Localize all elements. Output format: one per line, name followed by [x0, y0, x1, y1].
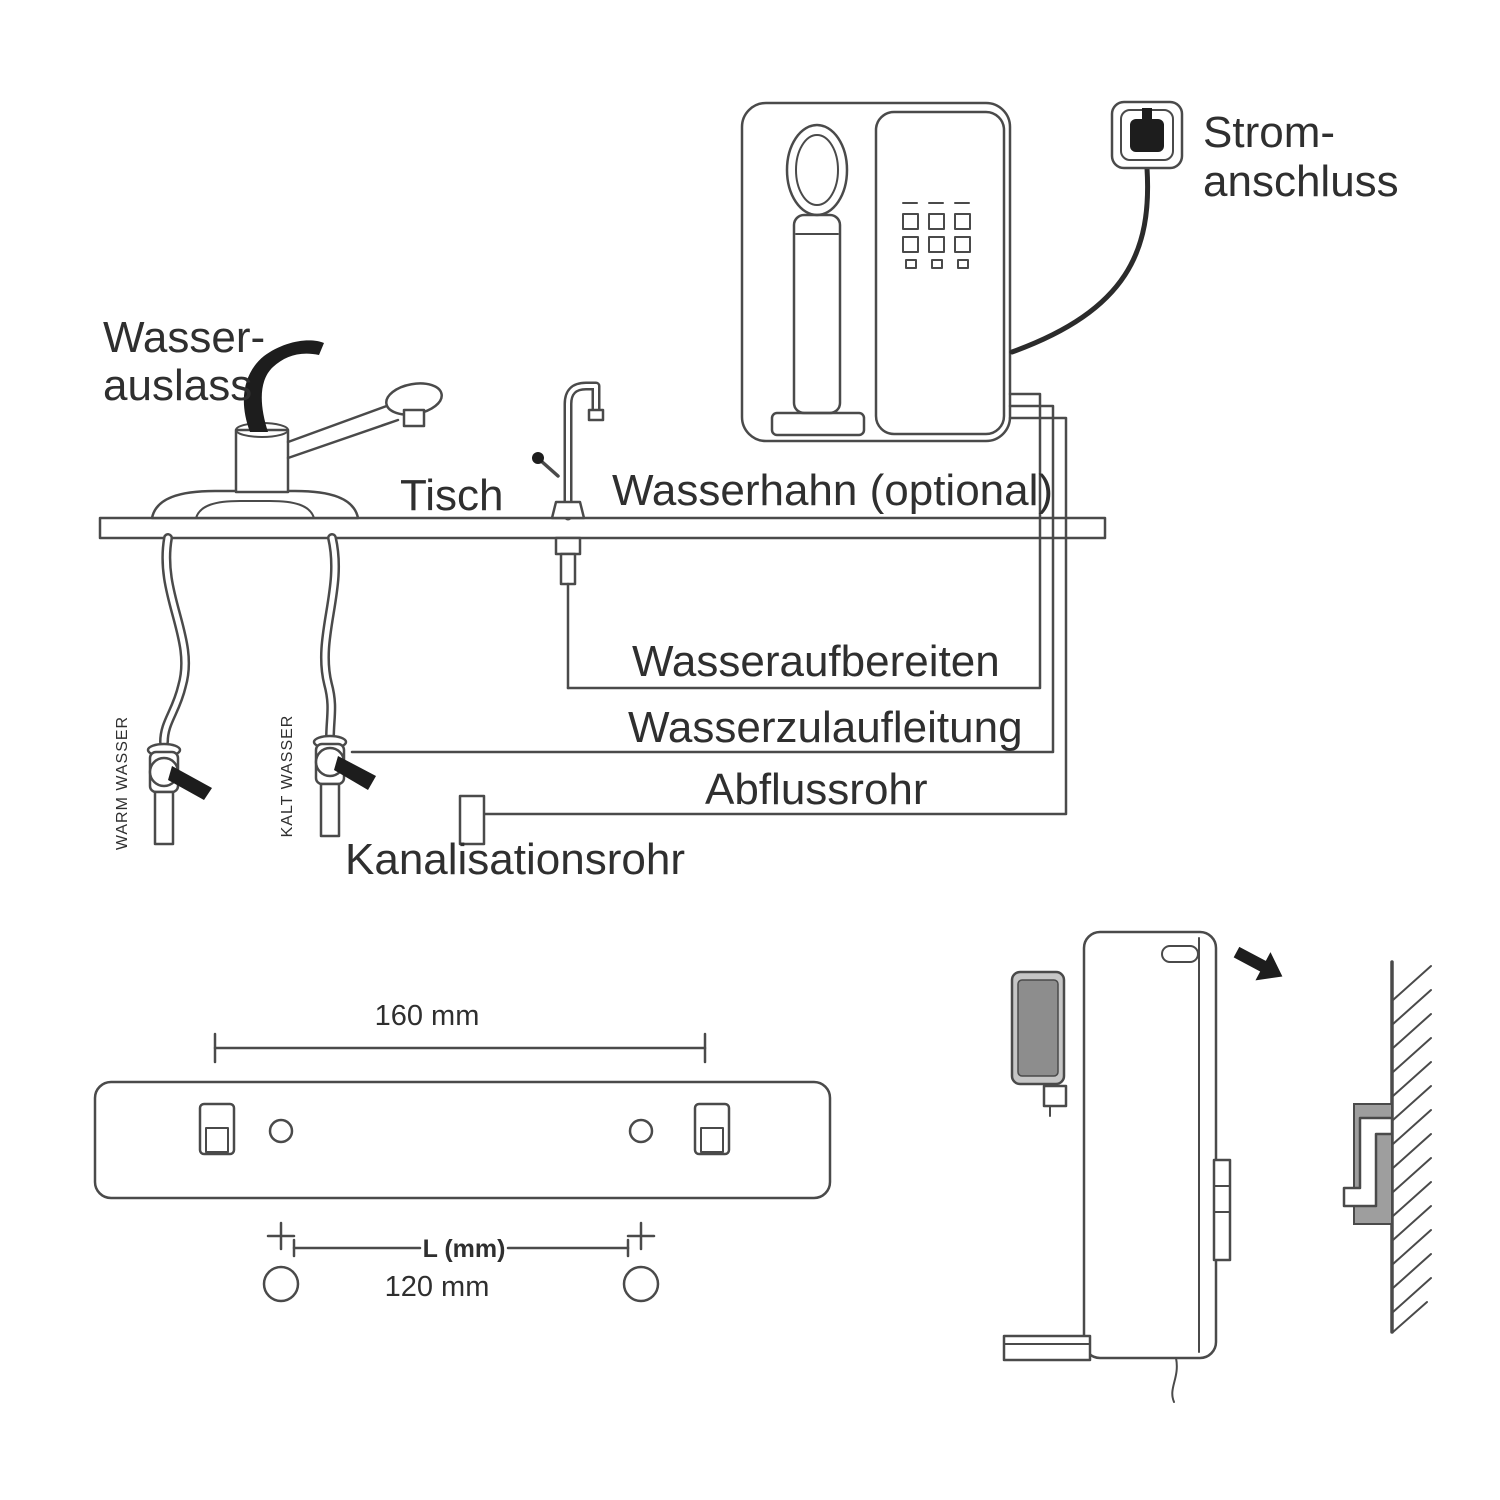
label-table: Tisch: [400, 471, 504, 520]
power-cord: [1171, 1357, 1178, 1403]
warm-water-hose: [159, 533, 191, 747]
label-power-line2: anschluss: [1203, 157, 1399, 206]
drain-pipe-line: [482, 416, 1068, 816]
drill-hole-left: [262, 1265, 300, 1303]
cold-water-valve: [312, 734, 376, 838]
warm-water-valve: [146, 742, 212, 846]
label-cold-water: KALT WASSER: [279, 715, 296, 838]
power-cable: [1009, 165, 1151, 355]
faucet-lever: [243, 340, 324, 432]
back-hanging-bracket: [1212, 1158, 1232, 1262]
main-faucet: [150, 340, 443, 520]
power-outlet: [1009, 100, 1184, 355]
wall-with-hook: [1342, 960, 1432, 1334]
label-power-line1: Strom-: [1203, 108, 1335, 157]
bracket-hole-right: [628, 1118, 654, 1144]
bracket-hole-left: [268, 1118, 294, 1144]
water-supply-pipe-line: [350, 404, 1055, 754]
label-water-outlet-line2: auslass: [103, 361, 252, 410]
label-water-treatment: Wasseraufbereiten: [632, 637, 1000, 686]
appliance-front-view: [740, 101, 1012, 443]
power-plug-icon: [1130, 119, 1164, 152]
side-view-spout: [1042, 1084, 1068, 1108]
optional-faucet: [532, 381, 605, 690]
label-drain-pipe: Abflussrohr: [705, 765, 928, 814]
bracket-slot-right: [693, 1102, 731, 1156]
appliance-side-view: [1002, 930, 1232, 1403]
label-faucet-optional: Wasserhahn (optional): [612, 466, 1053, 515]
label-water-outlet-line1: Wasser-: [103, 313, 265, 362]
side-view-drip-tray: [1002, 1334, 1092, 1362]
cold-valve-lever: [334, 756, 376, 790]
mount-arrow-icon: [1233, 946, 1283, 981]
cold-water-hose: [320, 533, 340, 743]
label-water-supply: Wasserzulaufleitung: [628, 703, 1023, 752]
sewer-pipe-stub: [458, 794, 486, 846]
wall-hatching: [1392, 965, 1432, 1333]
drill-cross-right: [626, 1221, 656, 1251]
drill-hole-right: [622, 1265, 660, 1303]
bracket-slot-left: [198, 1102, 236, 1156]
water-treatment-pipe-line: [566, 392, 1042, 690]
mounting-bracket-drawing: [93, 1032, 832, 1303]
countertop: [98, 516, 1107, 540]
label-sewer-pipe: Kanalisationsrohr: [345, 835, 685, 884]
dim-bracket-width: 160 mm: [375, 1000, 480, 1032]
control-button-grid: [902, 202, 971, 269]
connection-lines: [350, 392, 1068, 816]
dim-length-label: L (mm): [423, 1235, 506, 1263]
drill-cross-left: [266, 1221, 296, 1251]
warm-valve-lever: [168, 766, 212, 800]
label-warm-water: WARM WASSER: [114, 716, 131, 850]
dim-hole-distance: 120 mm: [385, 1271, 490, 1303]
wall-hook: [1342, 1116, 1394, 1208]
